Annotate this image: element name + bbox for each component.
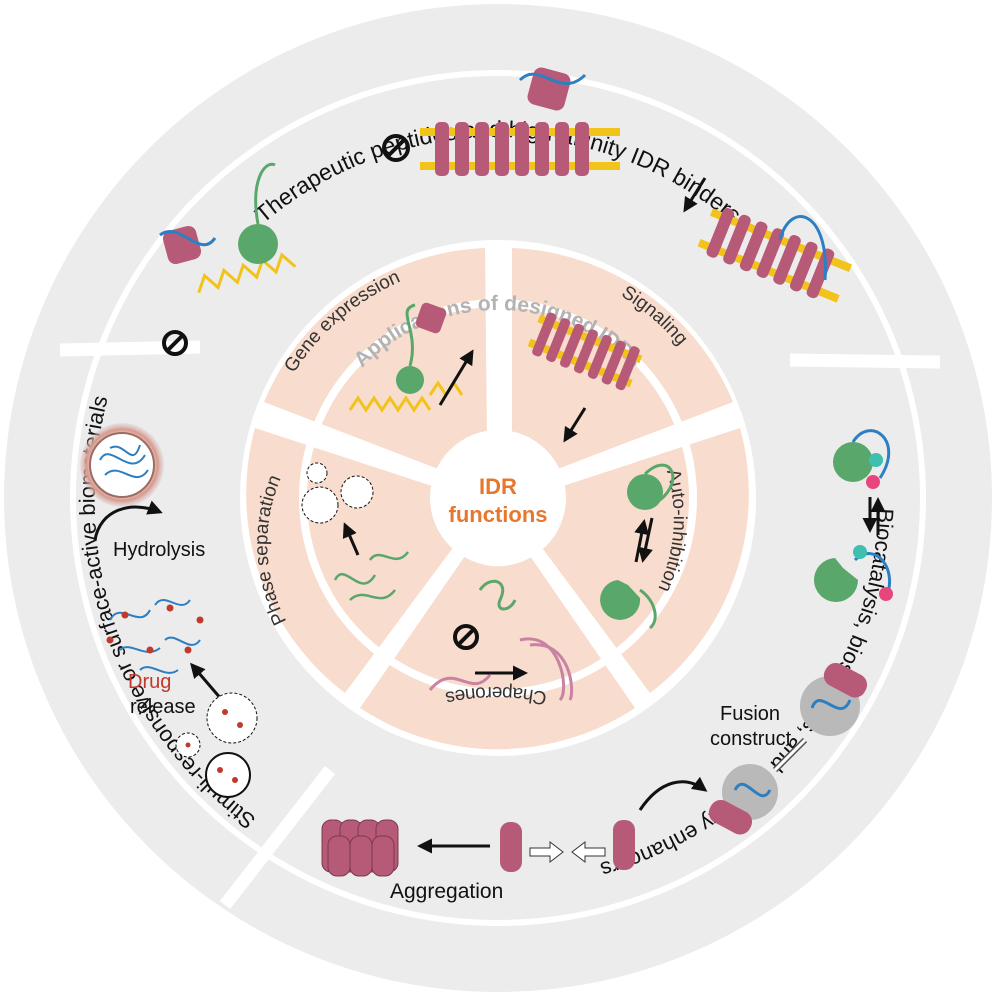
inhibit-icon xyxy=(382,134,410,162)
inhibit-icon xyxy=(162,330,188,356)
annotation-hydrolysis: Hydrolysis xyxy=(113,539,205,561)
chaperones-illustration xyxy=(428,579,574,702)
protein-icon xyxy=(527,67,571,111)
green-domain-icon xyxy=(833,442,873,482)
annotation-fusion: Fusion xyxy=(720,703,780,725)
inhibit-icon xyxy=(453,624,479,650)
annotation-aggregation: Aggregation xyxy=(390,880,503,903)
stimuli-illustration xyxy=(80,423,258,798)
aggregate-icon xyxy=(321,819,399,877)
phase-separation-illustration xyxy=(301,462,410,601)
therapeutic-illustration xyxy=(159,67,853,356)
green-domain-icon xyxy=(396,366,424,394)
auto-inhibition-illustration xyxy=(600,463,675,630)
petal-inner-divider xyxy=(299,299,697,697)
green-domain-icon xyxy=(627,474,663,510)
green-domain-icon xyxy=(238,224,278,264)
gray-tag-icon xyxy=(722,764,778,820)
protein-icon xyxy=(162,225,202,265)
annotation-construct: construct xyxy=(710,728,792,750)
petal-chaperones xyxy=(360,556,635,750)
center-title-line2: functions xyxy=(449,502,548,527)
protein-icon xyxy=(415,302,447,334)
annotation-drug: Drug xyxy=(128,671,171,693)
center-circle xyxy=(430,430,566,566)
petal-phase-separation xyxy=(246,428,455,693)
drug-molecules xyxy=(106,599,204,674)
signaling-illustration xyxy=(527,312,643,443)
center-title-line1: IDR xyxy=(479,474,517,499)
annotation-release: release xyxy=(130,696,196,718)
gene-expression-illustration xyxy=(348,302,474,413)
biocatalysis-illustration xyxy=(321,429,893,877)
outer-separators xyxy=(59,340,941,909)
